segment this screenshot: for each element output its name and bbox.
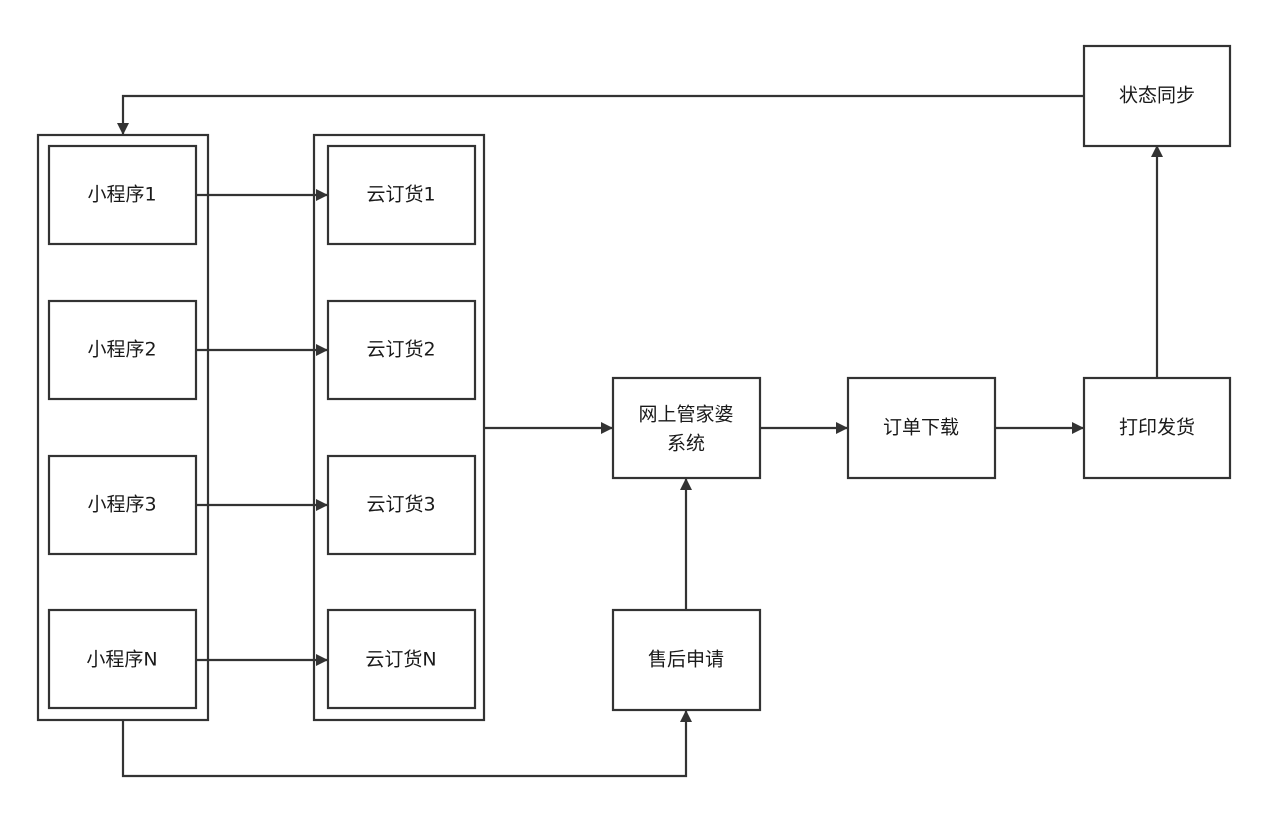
node-mini-program-1: 小程序1: [47, 144, 198, 246]
node-label: 小程序2: [87, 339, 156, 361]
edge-status-sync-to-mini-group: [117, 94, 1084, 135]
edge-mini-group-to-after-sales: [121, 710, 692, 778]
node-label: 售后申请: [648, 649, 724, 671]
node-label: 订单下载: [883, 417, 959, 439]
node-label: 云订货1: [366, 184, 435, 206]
node-label-line-1: 网上管家婆: [638, 404, 733, 426]
node-cloud-order-3: 云订货3: [326, 454, 477, 556]
node-label: 打印发货: [1119, 417, 1195, 439]
node-wsgjp-system: 网上管家婆 系统: [611, 376, 762, 480]
node-mini-program-n: 小程序N: [47, 608, 198, 710]
node-order-download: 订单下载: [846, 376, 997, 480]
node-cloud-order-1: 云订货1: [326, 144, 477, 246]
node-label-line-2: 系统: [667, 433, 705, 455]
node-label: 小程序3: [87, 494, 156, 516]
node-cloud-order-2: 云订货2: [326, 299, 477, 401]
node-after-sales: 售后申请: [611, 608, 762, 712]
node-status-sync: 状态同步: [1082, 44, 1232, 148]
node-label: 云订货N: [365, 649, 436, 671]
node-label: 云订货2: [366, 339, 435, 361]
node-cloud-order-n: 云订货N: [326, 608, 477, 710]
node-label: 状态同步: [1119, 85, 1195, 107]
node-mini-program-3: 小程序3: [47, 454, 198, 556]
node-print-ship: 打印发货: [1082, 376, 1232, 480]
node-label: 云订货3: [366, 494, 435, 516]
node-label: 小程序N: [86, 649, 157, 671]
node-label: 小程序1: [87, 184, 156, 206]
node-mini-program-2: 小程序2: [47, 299, 198, 401]
